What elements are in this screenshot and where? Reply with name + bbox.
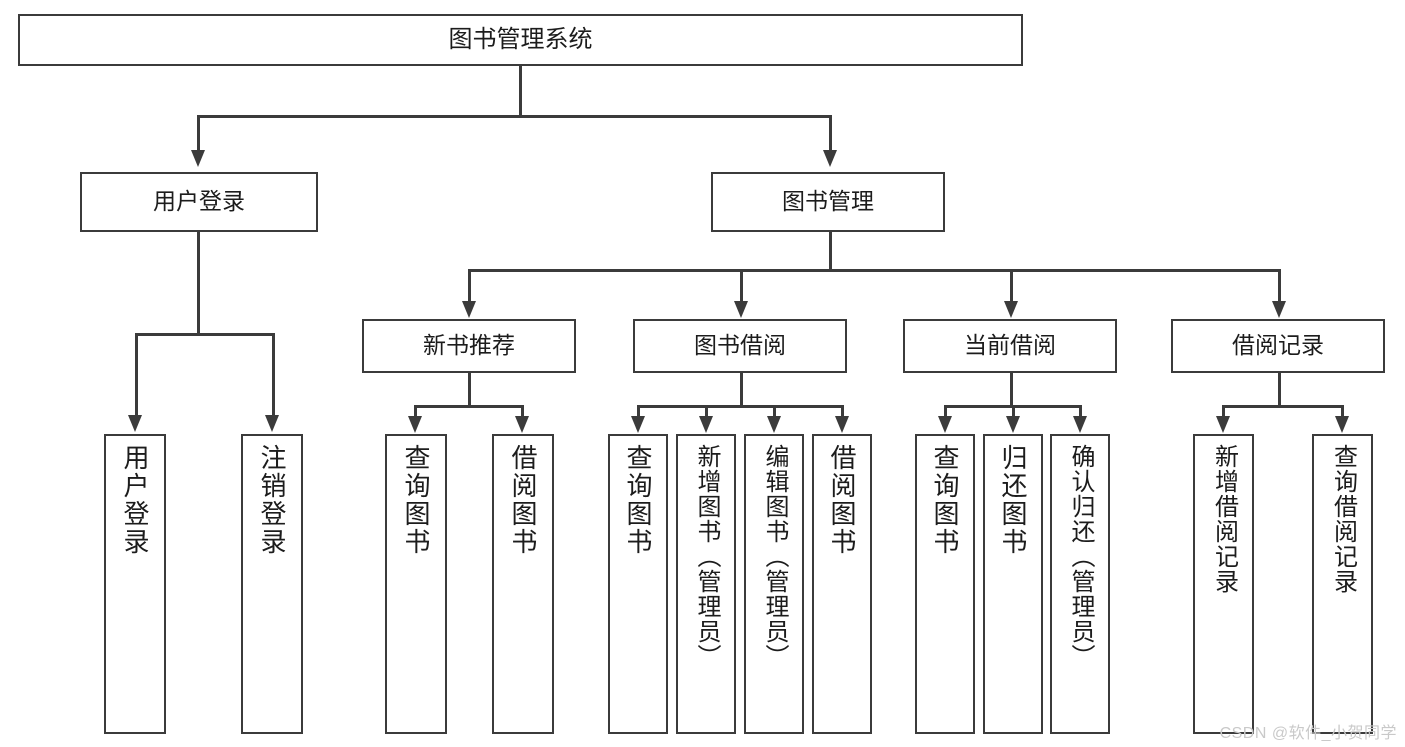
arrow-leaf-add-record: [1216, 416, 1230, 433]
edge-borrow-record-branch-2: [1341, 405, 1344, 417]
node-leaf-edit-book-admin[interactable]: 编辑图书（管理员）: [744, 434, 804, 734]
edge-book-borrow-stem: [740, 373, 743, 407]
arrow-current-borrow: [1004, 301, 1018, 318]
arrow-leaf-user-login: [128, 415, 142, 432]
arrow-new-book-recommend: [462, 301, 476, 318]
arrow-leaf-query-book-1: [408, 416, 422, 433]
node-label: 注销登录: [257, 444, 287, 556]
edge-branch-new-book: [468, 269, 471, 302]
edge-book-borrow-branch-2: [705, 405, 708, 417]
arrow-leaf-edit-book: [767, 416, 781, 433]
node-leaf-return-book[interactable]: 归还图书: [983, 434, 1043, 734]
node-root-book-management-system[interactable]: 图书管理系统: [18, 14, 1023, 66]
edge-level1-bus: [197, 115, 831, 118]
edge-book-borrow-branch-4: [841, 405, 844, 417]
edge-current-borrow-branch-2: [1012, 405, 1015, 417]
node-leaf-query-book-recommend[interactable]: 查询图书: [385, 434, 447, 734]
node-leaf-user-logout[interactable]: 注销登录: [241, 434, 303, 734]
edge-user-login-stem: [197, 232, 200, 335]
edge-borrow-record-bus: [1222, 405, 1342, 408]
node-leaf-query-book-current[interactable]: 查询图书: [915, 434, 975, 734]
edge-new-book-bus: [414, 405, 523, 408]
edge-branch-user-login: [197, 115, 200, 151]
node-label: 借阅图书: [827, 444, 857, 556]
node-label: 用户登录: [153, 188, 245, 215]
edge-branch-book-borrow: [740, 269, 743, 302]
edge-new-book-branch-1: [414, 405, 417, 417]
edge-branch-borrow-record: [1278, 269, 1281, 302]
node-leaf-query-borrow-record[interactable]: 查询借阅记录: [1312, 434, 1373, 734]
arrow-leaf-query-book-3: [938, 416, 952, 433]
node-label: 编辑图书（管理员）: [761, 444, 788, 669]
node-label: 新增借阅记录: [1210, 444, 1238, 594]
arrow-user-login: [191, 150, 205, 167]
node-leaf-borrow-book-borrow[interactable]: 借阅图书: [812, 434, 872, 734]
node-book-borrow[interactable]: 图书借阅: [633, 319, 847, 373]
node-label: 确认归还（管理员）: [1067, 444, 1094, 669]
arrow-leaf-query-record: [1335, 416, 1349, 433]
arrow-leaf-borrow-book-2: [835, 416, 849, 433]
arrow-leaf-add-book: [699, 416, 713, 433]
edge-book-borrow-branch-3: [773, 405, 776, 417]
node-label: 用户登录: [120, 444, 150, 556]
arrow-book-manage: [823, 150, 837, 167]
edge-current-borrow-branch-3: [1079, 405, 1082, 417]
edge-branch-book-manage: [829, 115, 832, 151]
edge-root-stem: [519, 66, 522, 117]
edge-branch-current-borrow: [1010, 269, 1013, 302]
edge-current-borrow-branch-1: [944, 405, 947, 417]
node-label: 图书管理: [782, 188, 874, 215]
node-label: 新书推荐: [423, 332, 515, 359]
edge-borrow-record-branch-1: [1222, 405, 1225, 417]
node-leaf-user-login[interactable]: 用户登录: [104, 434, 166, 734]
node-leaf-confirm-return-admin[interactable]: 确认归还（管理员）: [1050, 434, 1110, 734]
edge-level2-bus: [468, 269, 1279, 272]
node-label: 图书管理系统: [448, 25, 593, 53]
node-leaf-add-borrow-record[interactable]: 新增借阅记录: [1193, 434, 1254, 734]
node-label: 当前借阅: [964, 332, 1056, 359]
edge-user-login-branch-2: [272, 333, 275, 416]
watermark-csdn: CSDN @软件_小贺同学: [1219, 725, 1397, 742]
node-label: 借阅图书: [508, 444, 538, 556]
edge-user-login-branch-1: [135, 333, 138, 416]
node-label: 图书借阅: [694, 332, 786, 359]
arrow-leaf-borrow-book-1: [515, 416, 529, 433]
edge-book-borrow-bus: [637, 405, 843, 408]
edge-current-borrow-stem: [1010, 373, 1013, 407]
node-borrow-record[interactable]: 借阅记录: [1171, 319, 1385, 373]
node-label: 查询图书: [401, 444, 431, 556]
node-label: 查询图书: [930, 444, 960, 556]
node-leaf-add-book-admin[interactable]: 新增图书（管理员）: [676, 434, 736, 734]
node-user-login[interactable]: 用户登录: [80, 172, 318, 232]
node-label: 借阅记录: [1232, 332, 1324, 359]
arrow-leaf-confirm-return: [1073, 416, 1087, 433]
arrow-book-borrow: [734, 301, 748, 318]
node-label: 新增图书（管理员）: [693, 444, 720, 669]
arrow-borrow-record: [1272, 301, 1286, 318]
node-label: 归还图书: [998, 444, 1028, 556]
node-leaf-query-book-borrow[interactable]: 查询图书: [608, 434, 668, 734]
edge-book-manage-stem: [829, 232, 832, 271]
arrow-leaf-user-logout: [265, 415, 279, 432]
arrow-leaf-query-book-2: [631, 416, 645, 433]
edge-user-login-bus: [135, 333, 272, 336]
edge-new-book-branch-2: [521, 405, 524, 417]
node-label: 查询借阅记录: [1329, 444, 1357, 594]
node-leaf-borrow-book-recommend[interactable]: 借阅图书: [492, 434, 554, 734]
node-label: 查询图书: [623, 444, 653, 556]
arrow-leaf-return-book: [1006, 416, 1020, 433]
node-book-management[interactable]: 图书管理: [711, 172, 945, 232]
node-current-borrow[interactable]: 当前借阅: [903, 319, 1117, 373]
edge-book-borrow-branch-1: [637, 405, 640, 417]
edge-new-book-stem: [468, 373, 471, 407]
edge-borrow-record-stem: [1278, 373, 1281, 407]
node-new-book-recommend[interactable]: 新书推荐: [362, 319, 576, 373]
